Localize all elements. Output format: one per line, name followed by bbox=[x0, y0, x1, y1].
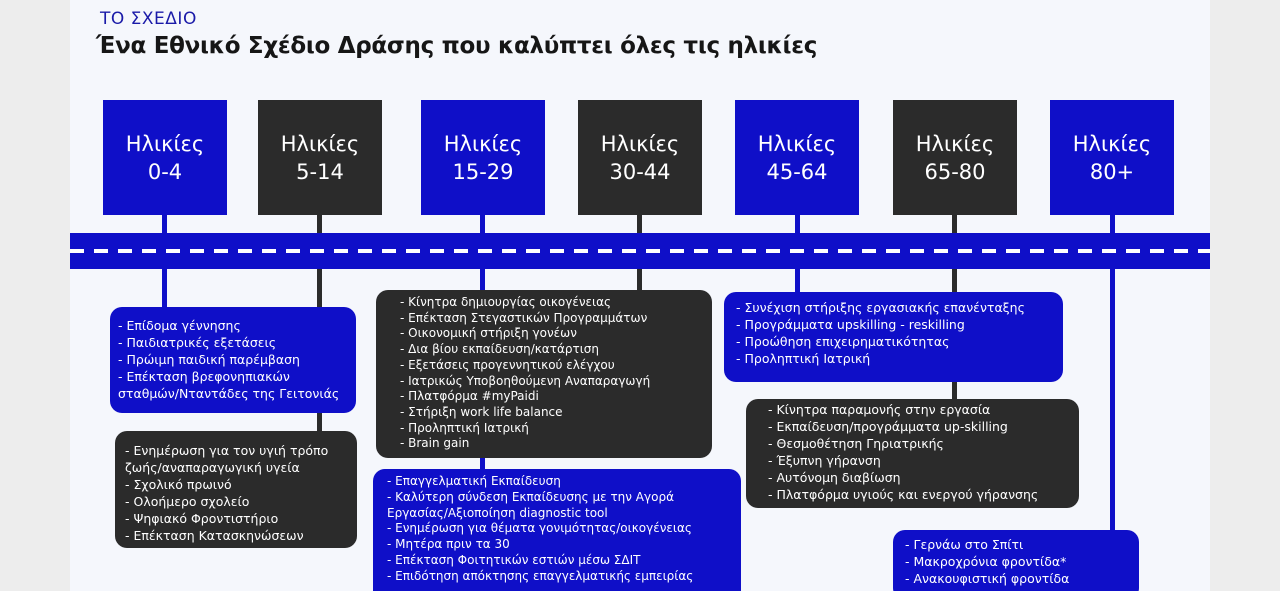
measure-item: - Brain gain bbox=[400, 436, 470, 451]
age-label: Ηλικίες bbox=[1072, 131, 1152, 156]
section-kicker: ΤΟ ΣΧΕΔΙΟ bbox=[100, 9, 197, 29]
connector-80-plus bbox=[1110, 215, 1115, 533]
measure-item: - Πρώιμη παιδική παρέμβαση bbox=[118, 352, 300, 367]
age-box-65-80: Ηλικίες 65-80 bbox=[893, 100, 1017, 215]
age-range: 5-14 bbox=[296, 159, 344, 184]
age-label: Ηλικίες bbox=[600, 131, 680, 156]
timeline-dashes bbox=[70, 249, 1210, 253]
measure-item: - Θεσμοθέτηση Γηριατρικής bbox=[768, 436, 944, 451]
age-box-15-29: Ηλικίες 15-29 bbox=[421, 100, 545, 215]
measure-item: - Γερνάω στο Σπίτι bbox=[905, 537, 1024, 552]
page-title: Ένα Εθνικό Σχέδιο Δράσης που καλύπτει όλ… bbox=[96, 33, 818, 59]
age-range: 0-4 bbox=[147, 159, 183, 184]
measure-item: - Δια βίου εκπαίδευση/κατάρτιση bbox=[400, 342, 599, 357]
measures-box-15-29: - Επαγγελματική Εκπαίδευση - Καλύτερη σύ… bbox=[373, 469, 741, 591]
measures-box-65-80: - Κίνητρα παραμονής στην εργασία - Εκπαί… bbox=[746, 399, 1079, 508]
measure-item: - Αυτόνομη διαβίωση bbox=[768, 470, 901, 485]
measure-item: - Ενημέρωση για τον υγιή τρόπο bbox=[125, 443, 329, 458]
measure-item: - Επίδομα γέννησης bbox=[118, 318, 241, 333]
age-label: Ηλικίες bbox=[915, 131, 995, 156]
age-range: 15-29 bbox=[452, 159, 514, 184]
measure-item: Εργασίας/Αξιοποίηση diagnostic tool bbox=[387, 505, 608, 520]
age-label: Ηλικίες bbox=[443, 131, 523, 156]
measure-item: - Ψηφιακό Φροντιστήριο bbox=[125, 511, 279, 526]
measure-item: - Μακροχρόνια φροντίδα* bbox=[905, 554, 1067, 569]
measures-box-5-14: - Ενημέρωση για τον υγιή τρόπο ζωής/αναπ… bbox=[115, 431, 357, 548]
measure-item: - Κίνητρα δημιουργίας οικογένειας bbox=[400, 295, 612, 309]
measure-item: - Επαγγελματική Εκπαίδευση bbox=[387, 474, 561, 488]
measures-box-80-plus: - Γερνάω στο Σπίτι - Μακροχρόνια φροντίδ… bbox=[893, 530, 1139, 591]
measure-item: - Επιδότηση απόκτησης επαγγελματικής εμπ… bbox=[387, 568, 694, 583]
measure-item: - Πλατφόρμα #myPaidi bbox=[400, 389, 539, 404]
measure-item: - Κίνητρα παραμονής στην εργασία bbox=[768, 402, 991, 417]
measure-item: - Επέκταση Κατασκηνώσεων bbox=[125, 528, 304, 543]
age-range: 65-80 bbox=[924, 159, 986, 184]
measure-item: - Πλατφόρμα υγιούς και ενεργού γήρανσης bbox=[768, 487, 1039, 502]
measure-item: - Εξετάσεις προγεννητικού ελέγχου bbox=[400, 357, 615, 372]
measure-item: - Επέκταση Φοιτητικών εστιών μέσω ΣΔΙΤ bbox=[387, 552, 641, 567]
age-range: 45-64 bbox=[766, 159, 828, 184]
measure-item: - Παιδιατρικές εξετάσεις bbox=[118, 335, 277, 350]
measure-item: - Ολοήμερο σχολείο bbox=[125, 494, 250, 509]
measures-box-30-44: - Κίνητρα δημιουργίας οικογένειας - Επέκ… bbox=[376, 290, 712, 458]
measure-item: σταθμών/Νταντάδες της Γειτονιάς bbox=[118, 386, 340, 401]
measure-item: ζωής/αναπαραγωγική υγεία bbox=[125, 460, 300, 475]
measure-item: - Ιατρικώς Υποβοηθούμενη Αναπαραγωγή bbox=[400, 373, 651, 388]
age-range: 30-44 bbox=[609, 159, 671, 184]
measure-item: - Εκπαίδευση/προγράμματα up-skilling bbox=[768, 419, 1008, 434]
age-box-80-plus: Ηλικίες 80+ bbox=[1050, 100, 1174, 215]
age-range: 80+ bbox=[1089, 159, 1135, 184]
measure-item: - Οικονομική στήριξη γονέων bbox=[400, 326, 577, 341]
measure-item: - Επέκταση βρεφονηπιακών bbox=[118, 369, 290, 384]
age-box-30-44: Ηλικίες 30-44 bbox=[578, 100, 702, 215]
measure-item: - Επέκταση Στεγαστικών Προγραμμάτων bbox=[400, 310, 648, 325]
age-box-5-14: Ηλικίες 5-14 bbox=[258, 100, 382, 215]
measure-item: - Σχολικό πρωινό bbox=[125, 477, 232, 492]
measure-item: - Προληπτική Ιατρική bbox=[736, 351, 871, 366]
measure-item: - Στήριξη work life balance bbox=[400, 404, 563, 419]
age-label: Ηλικίες bbox=[125, 131, 205, 156]
measure-item: - Ενημέρωση για θέματα γονιμότητας/οικογ… bbox=[387, 521, 692, 536]
measure-item: - Προώθηση επιχειρηματικότητας bbox=[736, 334, 950, 349]
measures-box-45-64: - Συνέχιση στήριξης εργασιακής επανένταξ… bbox=[724, 292, 1063, 382]
measure-item: - Προληπτική Ιατρική bbox=[400, 420, 529, 435]
measure-item: - Καλύτερη σύνδεση Εκπαίδευσης με την Αγ… bbox=[387, 489, 674, 504]
measure-item: - Ανακουφιστική φροντίδα bbox=[905, 571, 1070, 586]
measure-item: - Συνέχιση στήριξης εργασιακής επανένταξ… bbox=[736, 300, 1025, 315]
age-label: Ηλικίες bbox=[757, 131, 837, 156]
slide: ΤΟ ΣΧΕΔΙΟ Ένα Εθνικό Σχέδιο Δράσης που κ… bbox=[70, 0, 1210, 591]
measure-item: - Προγράμματα upskilling - reskilling bbox=[736, 317, 965, 332]
measures-box-0-4: - Επίδομα γέννησης - Παιδιατρικές εξετάσ… bbox=[110, 307, 356, 413]
age-box-45-64: Ηλικίες 45-64 bbox=[735, 100, 859, 215]
age-box-0-4: Ηλικίες 0-4 bbox=[103, 100, 227, 215]
measure-item: - Έξυπνη γήρανση bbox=[768, 453, 881, 468]
measure-item: - Μητέρα πριν τα 30 bbox=[387, 537, 510, 552]
age-label: Ηλικίες bbox=[280, 131, 360, 156]
